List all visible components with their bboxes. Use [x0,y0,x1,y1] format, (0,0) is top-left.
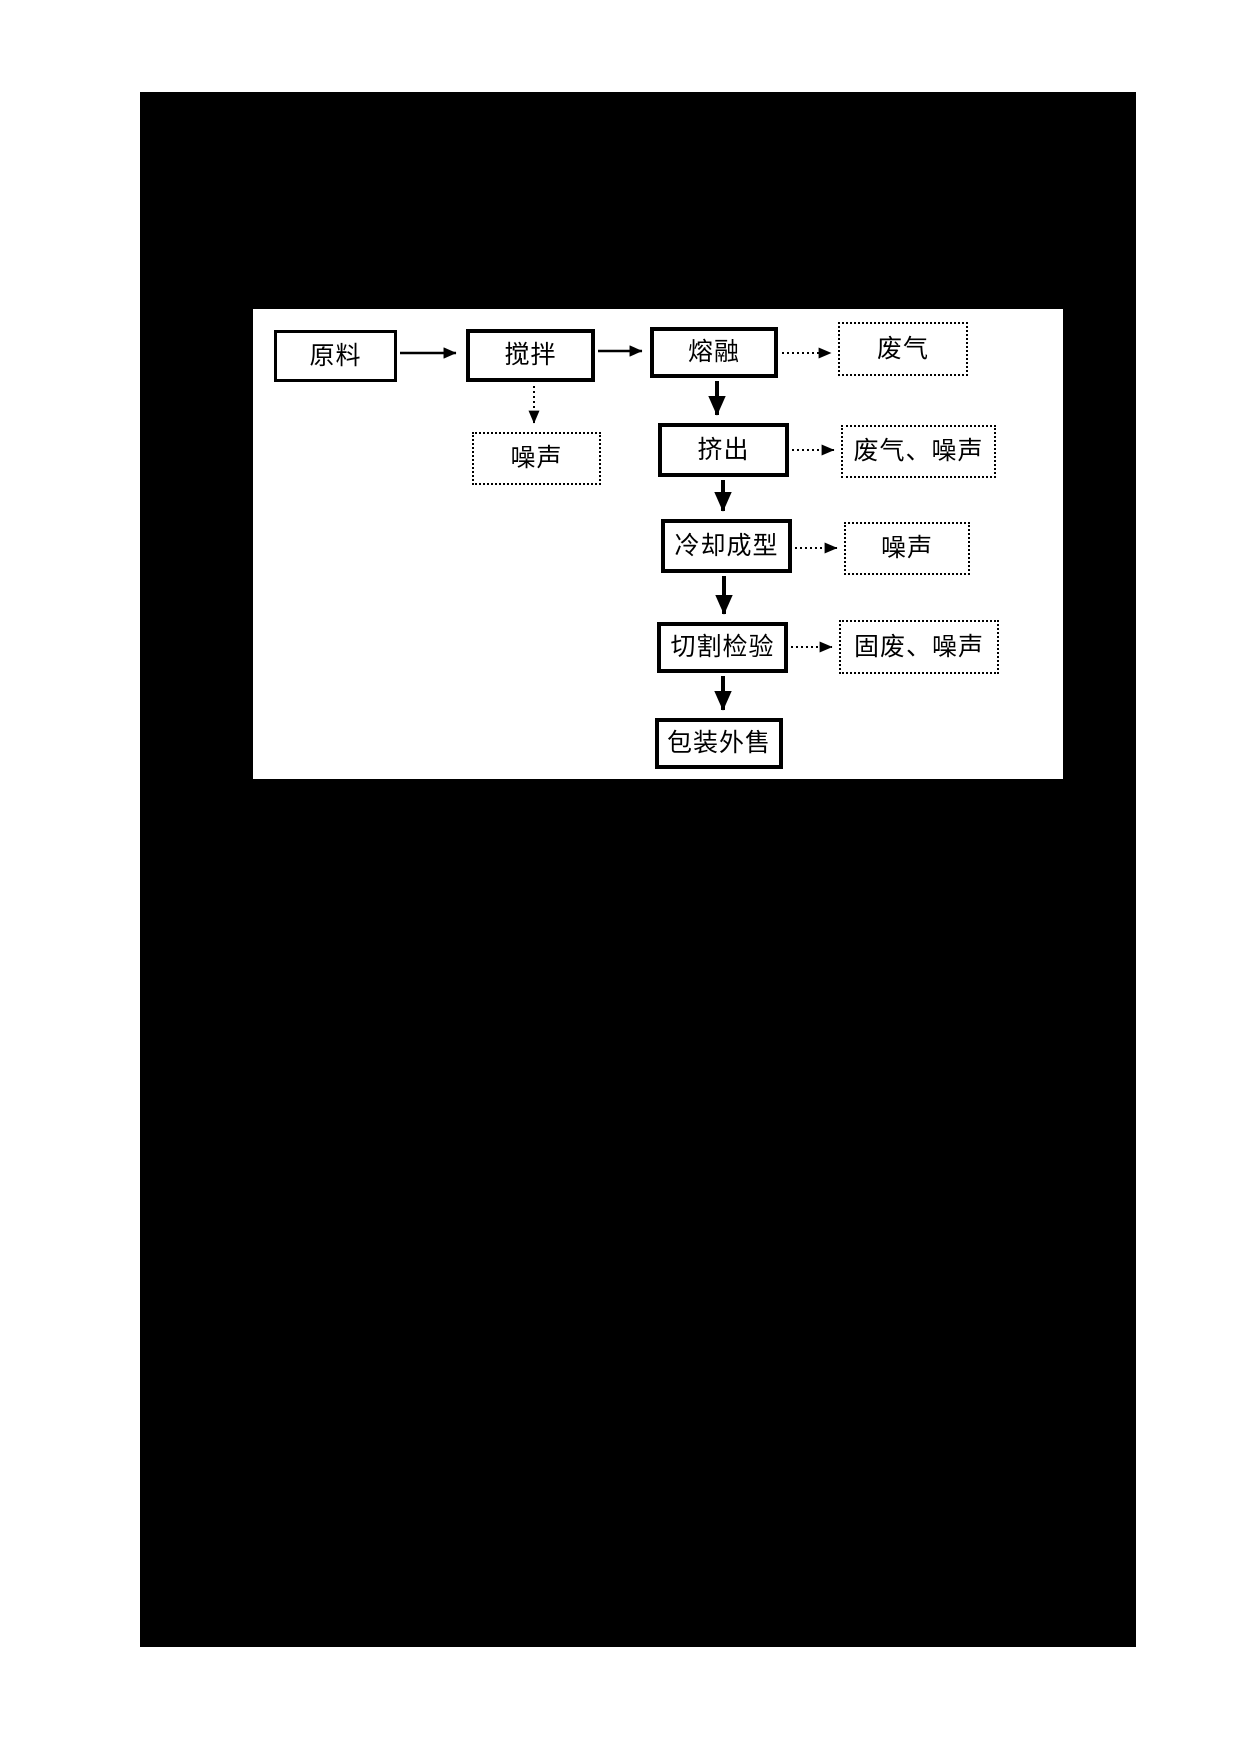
emission-box-solid-waste-noise: 固废、噪声 [839,620,999,674]
process-label-raw-material: 原料 [309,342,362,370]
process-box-extrusion: 挤出 [658,423,789,477]
process-box-cooling-forming: 冷却成型 [661,519,792,573]
emission-box-waste-gas: 废气 [838,322,968,376]
process-label-packaging-sale: 包装外售 [666,730,771,757]
emission-label-solid-waste-noise: 固废、噪声 [853,633,984,661]
page-content-area: 原料 搅拌 熔融 挤出 冷却成型 切割检验 包装外售 废气 噪声 废气、噪声 [140,92,1136,1647]
process-label-stirring: 搅拌 [504,342,557,369]
process-box-raw-material: 原料 [274,330,397,382]
process-box-packaging-sale: 包装外售 [655,718,783,769]
process-box-stirring: 搅拌 [466,329,595,382]
emission-label-waste-gas-noise: 废气、噪声 [853,438,984,465]
process-label-cutting-inspection: 切割检验 [670,634,775,661]
flowchart-panel: 原料 搅拌 熔融 挤出 冷却成型 切割检验 包装外售 废气 噪声 废气、噪声 [253,309,1063,779]
emission-label-noise-from-cooling: 噪声 [880,535,933,562]
process-box-melting: 熔融 [650,327,778,378]
emission-box-noise-from-stirring: 噪声 [472,432,601,485]
process-label-melting: 熔融 [687,339,740,366]
process-label-cooling-forming: 冷却成型 [674,532,779,560]
flowchart-arrows [400,345,838,711]
emission-label-noise-from-stirring: 噪声 [510,445,563,472]
emission-box-noise-from-cooling: 噪声 [844,522,970,575]
process-box-cutting-inspection: 切割检验 [657,622,788,673]
process-label-extrusion: 挤出 [697,436,750,464]
emission-label-waste-gas: 废气 [876,335,929,363]
emission-box-waste-gas-noise: 废气、噪声 [841,425,996,478]
